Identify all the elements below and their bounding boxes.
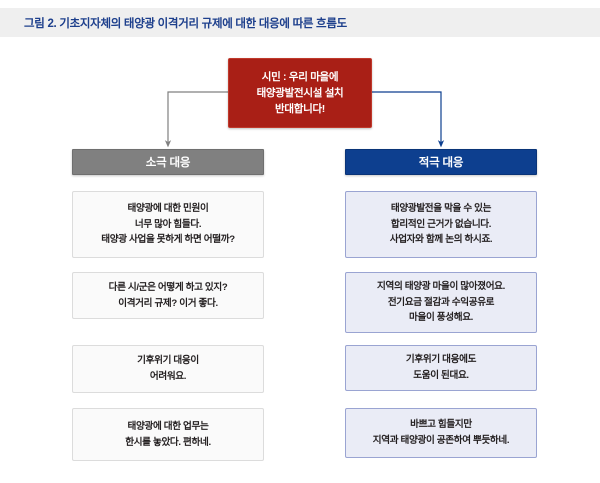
root-node-line-1: 시민 : 우리 마을에 <box>261 70 339 83</box>
active-box-4-line-2: 지역과 태양광이 공존하여 뿌듯하네. <box>372 435 510 446</box>
root-node-line-3: 반대합니다! <box>275 103 325 116</box>
figure-caption-bar: 그림 2. 기초지자체의 태양광 이격거리 규제에 대한 대응에 따른 흐름도 <box>0 8 600 37</box>
active-box-4-line-1: 바쁘고 힘들지만 <box>410 419 472 431</box>
active-box-3-line-2: 도움이 된대요. <box>413 370 469 381</box>
passive-box-2-line-1: 다른 시/군은 어떻게 하고 있지? <box>108 281 228 293</box>
figure-caption-text: 그림 2. 기초지자체의 태양광 이격거리 규제에 대한 대응에 따른 흐름도 <box>24 17 347 30</box>
passive-box-2-line-2: 이격거리 규제? 이거 좋다. <box>118 297 218 309</box>
column-header-passive[interactable]: 소극 대응 <box>72 149 264 175</box>
passive-box-1[interactable]: 태양광에 대한 민원이 너무 많아 힘들다. 태양광 사업을 못하게 하면 어떨… <box>72 191 264 258</box>
connector-right-path <box>372 91 445 148</box>
active-box-3-line-1: 기후위기 대응에도 <box>405 354 477 366</box>
passive-box-1-line-3: 태양광 사업을 못하게 하면 어떨까? <box>101 234 235 246</box>
active-box-3[interactable]: 기후위기 대응에도 도움이 된대요. <box>345 345 537 391</box>
passive-box-4-line-2: 한시를 놓았다. 편하네. <box>125 436 211 448</box>
active-box-2-line-2: 전기요금 절감과 수익공유로 <box>387 296 495 308</box>
root-node-citizen-objection[interactable]: 시민 : 우리 마을에 태양광발전시설 설치 반대합니다! <box>228 58 372 128</box>
passive-box-1-line-1: 태양광에 대한 민원이 <box>127 203 209 215</box>
active-box-1-line-2: 합리적인 근거가 없습니다. <box>390 218 492 230</box>
active-box-1-line-1: 태양광발전을 막을 수 있는 <box>390 203 492 215</box>
active-box-2[interactable]: 지역의 태양광 마을이 많아졌어요. 전기요금 절감과 수익공유로 마을이 풍성… <box>345 272 537 333</box>
root-node-line-2: 태양광발전시설 설치 <box>256 86 344 99</box>
column-header-passive-label: 소극 대응 <box>145 157 191 169</box>
passive-box-1-line-2: 너무 많아 힘들다. <box>134 218 202 230</box>
passive-box-4[interactable]: 태양광에 대한 업무는 한시를 놓았다. 편하네. <box>72 408 264 461</box>
passive-box-4-line-1: 태양광에 대한 업무는 <box>127 420 209 432</box>
passive-box-3-line-2: 어려워요. <box>149 371 187 382</box>
connector-left-path <box>164 91 228 148</box>
active-box-1-line-3: 사업자와 함께 논의 하시죠. <box>389 234 493 246</box>
active-box-4[interactable]: 바쁘고 힘들지만 지역과 태양광이 공존하여 뿌듯하네. <box>345 408 537 458</box>
column-header-active-label: 적극 대응 <box>418 157 464 169</box>
column-header-active[interactable]: 적극 대응 <box>345 149 537 175</box>
passive-box-3[interactable]: 기후위기 대응이 어려워요. <box>72 345 264 393</box>
passive-box-3-line-1: 기후위기 대응이 <box>137 355 199 367</box>
active-box-2-line-3: 마을이 풍성해요. <box>409 312 473 324</box>
active-box-2-line-1: 지역의 태양광 마을이 많아졌어요. <box>377 281 505 293</box>
passive-box-2[interactable]: 다른 시/군은 어떻게 하고 있지? 이격거리 규제? 이거 좋다. <box>72 272 264 319</box>
active-box-1[interactable]: 태양광발전을 막을 수 있는 합리적인 근거가 없습니다. 사업자와 함께 논의… <box>345 191 537 258</box>
